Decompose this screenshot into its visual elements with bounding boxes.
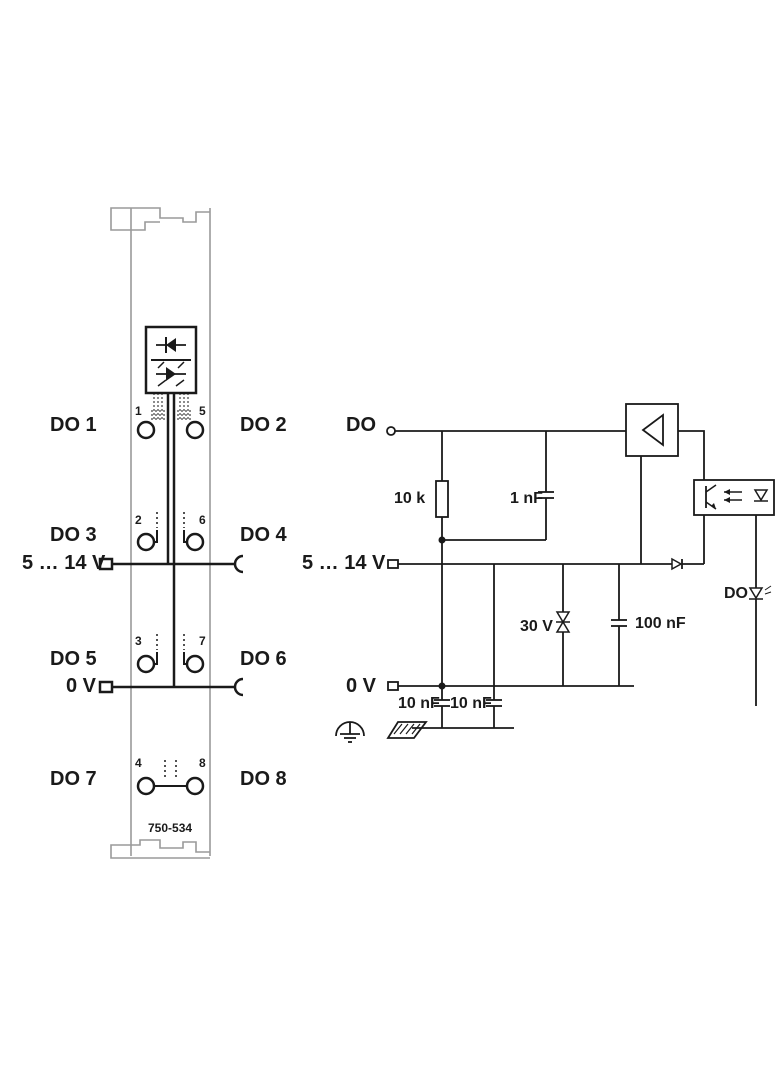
cap-10nf-a-label: 10 nF [398,695,440,712]
terminal-number-1: 1 [135,404,142,418]
terminal-number-2: 2 [135,513,142,527]
supply-label-left: 5 … 14 V [22,552,106,574]
terminal-row-2 [136,512,205,552]
output-label-do8: DO 8 [240,768,287,790]
resistor-icon [435,480,449,686]
circuit-ground-label: 0 V [346,675,377,697]
terminal-number-6: 6 [199,513,206,527]
terminal-number-3: 3 [135,634,142,648]
resistor-label: 10 k [394,490,425,507]
output-label-do6: DO 6 [240,648,287,670]
optocoupler-icon [144,325,198,395]
ground-rail-left [98,677,244,697]
output-label-do4: DO 4 [240,524,288,546]
ground-label-left: 0 V [66,675,97,697]
circuit-supply-label: 5 … 14 V [302,552,386,574]
ground-rail-right [387,681,634,691]
terminal-row-1 [136,410,205,440]
output-label-do1: DO 1 [50,414,97,436]
cap-100nf-label: 100 nF [635,615,686,632]
terminal-number-4: 4 [135,756,142,770]
optocoupler-output-icon [693,479,775,588]
output-label-do7: DO 7 [50,768,97,790]
output-label-do5: DO 5 [50,648,97,670]
terminal-number-7: 7 [199,634,206,648]
output-label-do2: DO 2 [240,414,287,436]
amplifier-icon [625,403,705,564]
module-housing [110,207,211,859]
earth-ground-icon [335,721,365,743]
cap-1nf-label: 1 nF [510,490,543,507]
din-rail-icon [386,721,428,739]
tvs-label: 30 V [520,618,553,635]
part-number: 750-534 [148,821,192,835]
capacitor-10nf-b-icon [412,699,514,729]
terminal-row-3 [136,634,205,674]
supply-rail-left [98,554,244,574]
led-icon [748,585,772,706]
led-label: DO [724,585,748,602]
do-signal-line [386,426,626,492]
cap-10nf-b-label: 10 nF [450,695,492,712]
capacitor-100nf-icon [611,564,627,686]
terminal-number-8: 8 [199,756,206,770]
terminal-row-4 [136,760,205,796]
tvs-diode-icon [555,564,571,686]
capacitor-1nf-icon [442,491,554,541]
output-label-do3: DO 3 [50,524,97,546]
supply-rail-right [387,557,704,571]
capacitor-10nf-a-icon [434,686,450,728]
terminal-number-5: 5 [199,404,206,418]
ribbon-lines [153,393,189,688]
circuit-do-label: DO [346,414,376,436]
